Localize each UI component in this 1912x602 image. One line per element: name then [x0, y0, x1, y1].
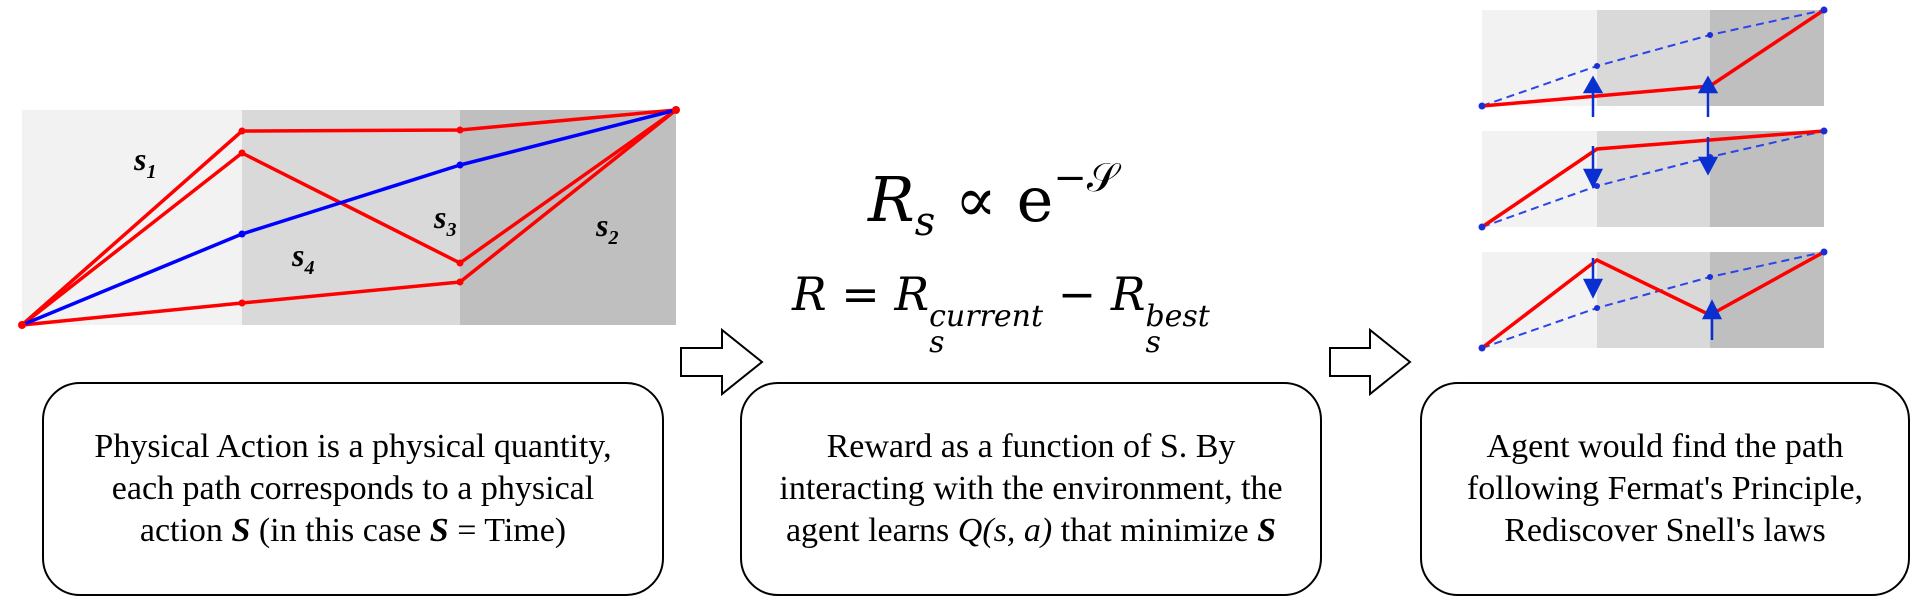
caption-1-line-2: each path corresponds to a physical: [111, 470, 595, 507]
label-s2: s2: [595, 207, 618, 249]
label-s1: s1: [133, 141, 156, 183]
caption-3-line-2: following Fermat's Principle,: [1466, 470, 1864, 507]
panel1-nodes: [18, 106, 680, 329]
caption-2-line-2: interacting with the environment, the: [779, 470, 1283, 507]
adjust-arrow-up-icon: [1582, 75, 1719, 117]
panel1-zone-1: [22, 110, 242, 325]
panel1-media: [22, 110, 676, 325]
panel3-mini-3: [1478, 248, 1828, 352]
path-s2: [20, 108, 678, 327]
label-s4: s4: [291, 237, 314, 279]
flow-arrow-2: [1329, 327, 1412, 397]
panel3-mini-2: [1478, 127, 1828, 231]
panel1-labels: s1 s2 s3 s4: [133, 141, 618, 279]
adjust-arrow-down-icon: [1582, 137, 1719, 189]
caption-3-line-3: Rediscover Snell's laws: [1504, 512, 1826, 549]
caption-box-physical-action: Physical Action is a physical quantity, …: [42, 382, 664, 596]
path-s4: [21, 108, 677, 327]
caption-1-line-1: Physical Action is a physical quantity,: [94, 428, 612, 465]
caption-box-reward: Reward as a function of S. By interactin…: [740, 382, 1322, 596]
panel1-paths: [20, 108, 678, 327]
equation-reward-proportional: Rs ∝ e−𝒮: [868, 155, 1118, 245]
flow-arrow-1: [680, 327, 764, 397]
path-s3: [21, 108, 678, 327]
caption-box-agent: Agent would find the path following Ferm…: [1420, 382, 1910, 596]
caption-3-line-1: Agent would find the path: [1486, 428, 1844, 465]
label-s3: s3: [433, 199, 456, 241]
caption-2-line-3: agent learns Q(s, a) that minimize S: [785, 512, 1277, 549]
path-s1: [20, 108, 677, 327]
caption-2-line-1: Reward as a function of S. By: [826, 428, 1236, 465]
panel1-zone-3: [460, 110, 676, 325]
panel3-mini-1: [1478, 6, 1828, 117]
adjust-arrows-icon: [1582, 258, 1723, 340]
caption-1-line-3: action S (in this case S = Time): [139, 512, 567, 549]
panel1-zone-2: [242, 110, 460, 325]
